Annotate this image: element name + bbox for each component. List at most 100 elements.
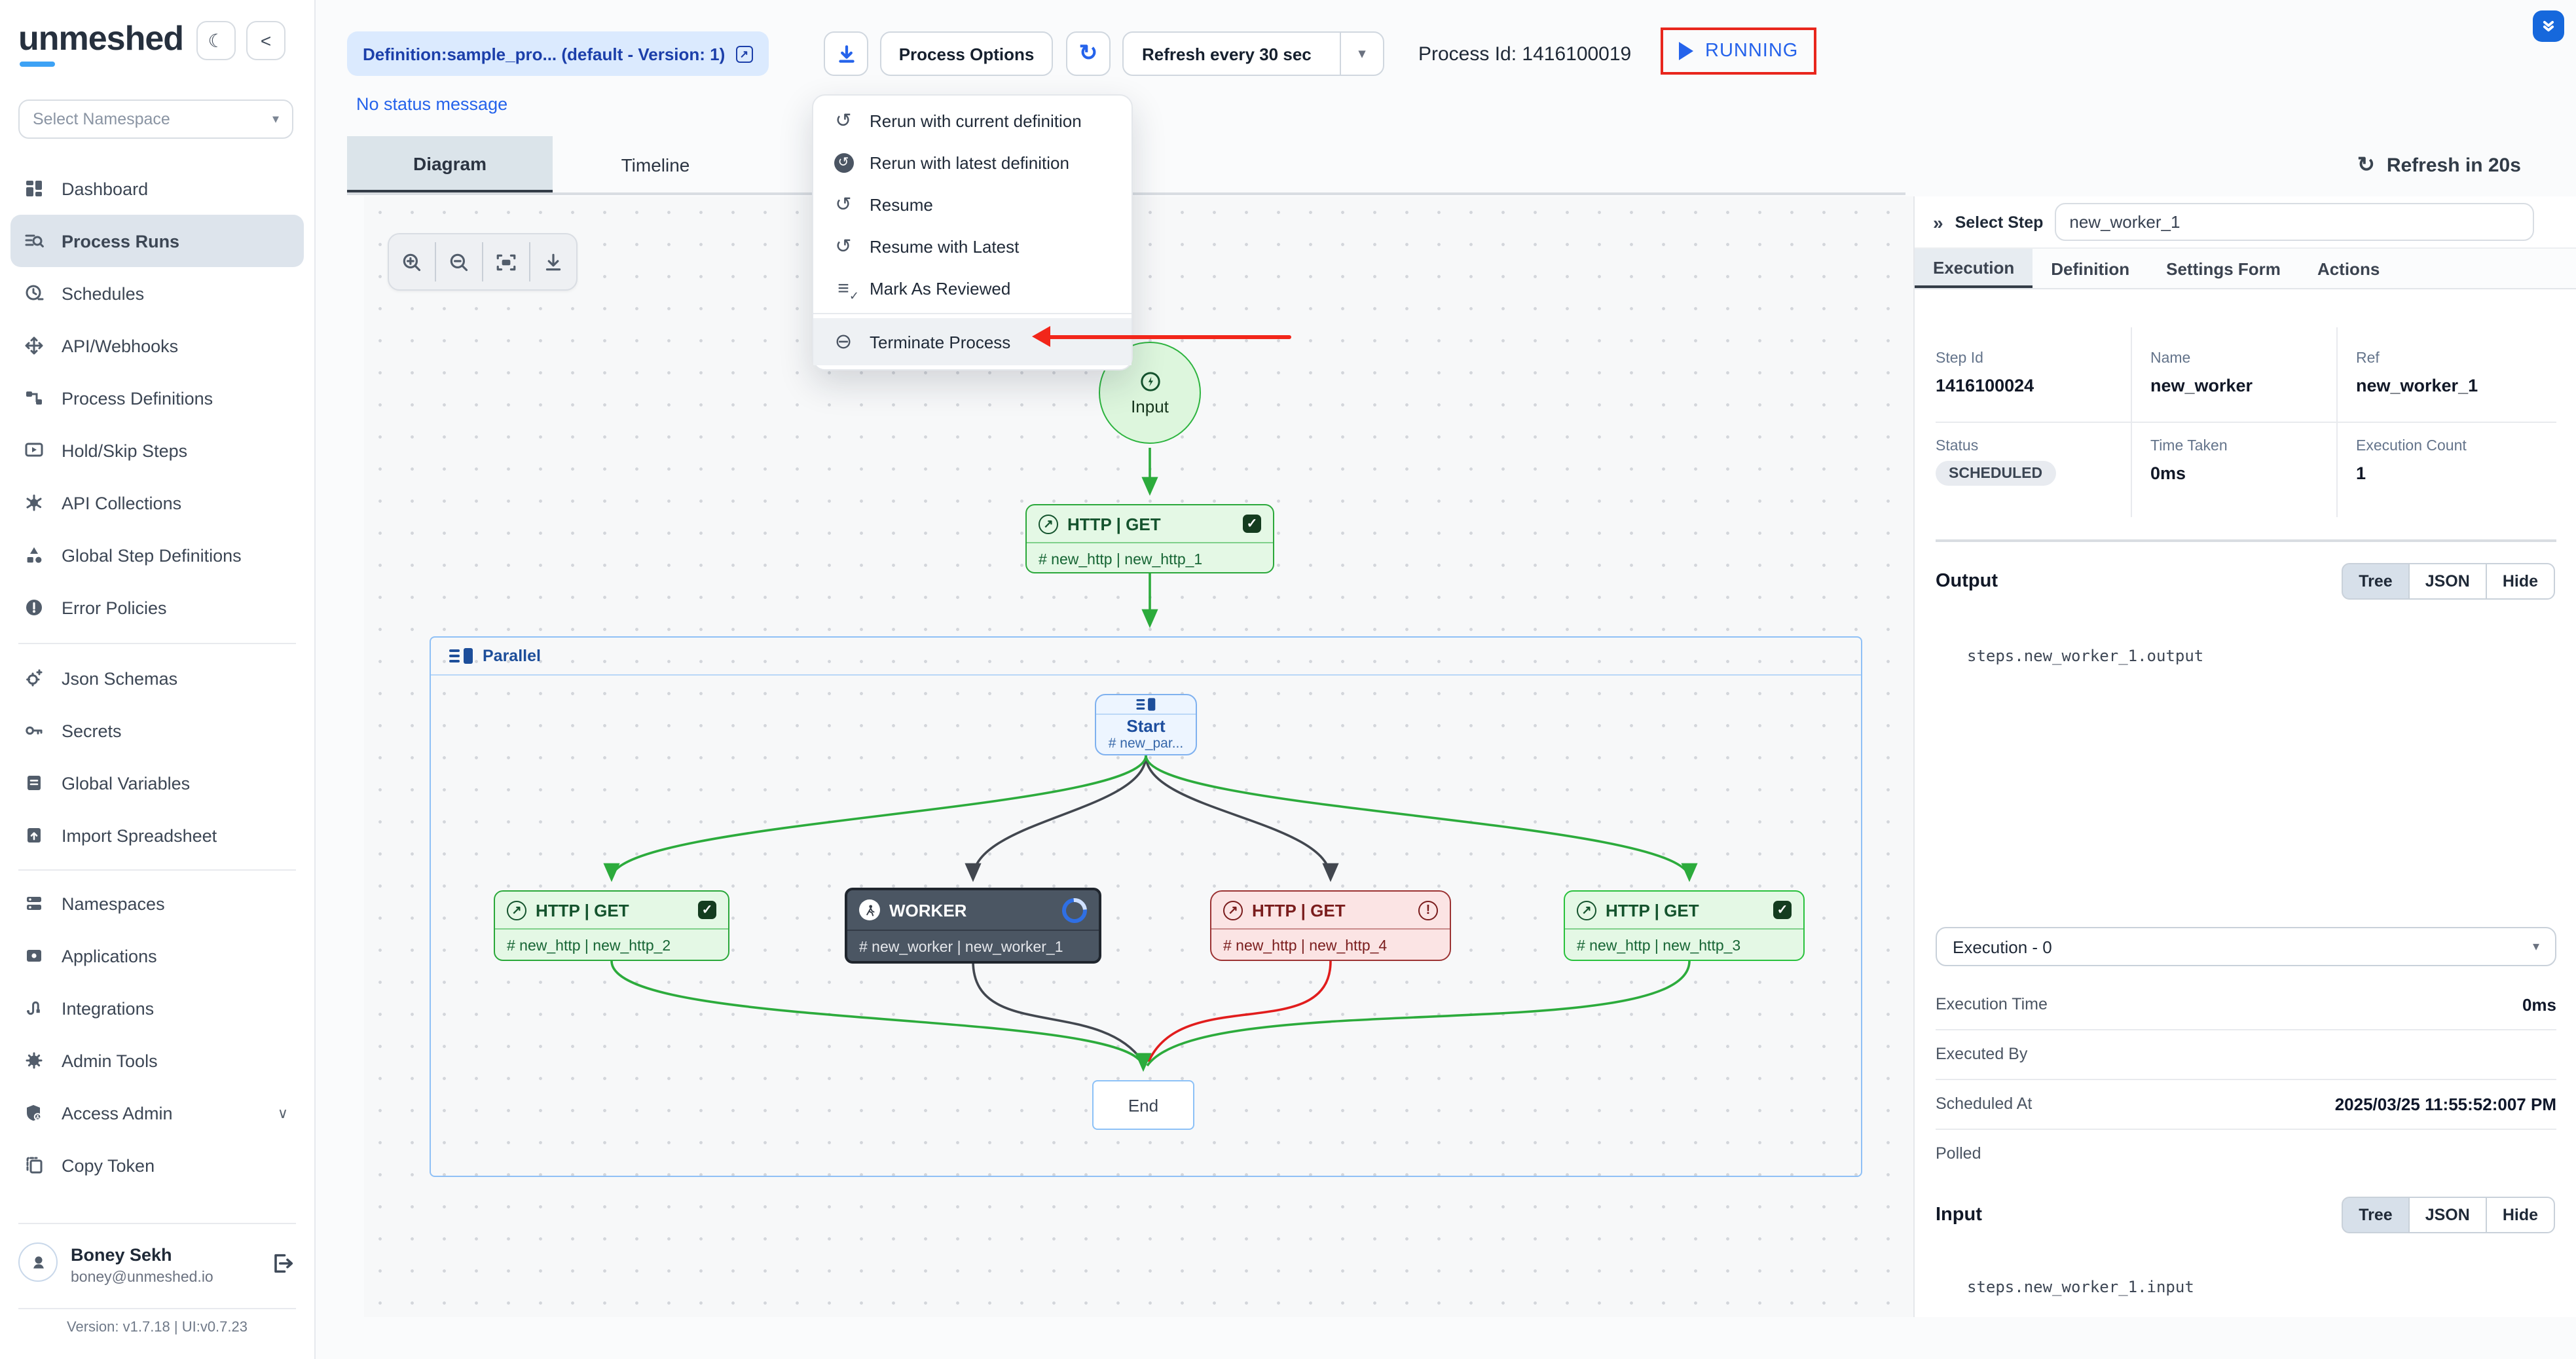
http-icon: ↗ (1577, 900, 1596, 920)
name-value: new_worker (2150, 376, 2253, 395)
detail-row-scheduled-at: Scheduled At 2025/03/25 11:55:52:007 PM (1936, 1079, 2556, 1130)
process-id-text: Process Id: 1416100019 (1418, 43, 1632, 65)
sidebar-item-admin-tools[interactable]: Admin Tools (0, 1034, 314, 1087)
logout-icon[interactable] (270, 1252, 293, 1275)
tab-actions[interactable]: Actions (2317, 259, 2380, 278)
execution-select[interactable]: Execution - 0 ▾ (1936, 927, 2556, 966)
zoom-out-button[interactable] (436, 242, 483, 281)
input-tree-button[interactable]: Tree (2342, 1197, 2410, 1233)
execution-count-value: 1 (2356, 463, 2366, 483)
detail-row-executed-by: Executed By (1936, 1029, 2556, 1080)
collapse-topbar-button[interactable] (2533, 10, 2564, 42)
node-new-http-1[interactable]: ↗ HTTP | GET ✓ # new_http | new_http_1 (1025, 504, 1274, 573)
namespace-select[interactable]: Select Namespace ▾ (18, 100, 293, 139)
definition-chip[interactable]: Definition:sample_pro... (default - Vers… (347, 31, 769, 76)
caret-down-icon[interactable]: ▾ (1340, 33, 1383, 75)
process-options-button[interactable]: Process Options (880, 31, 1053, 76)
sidebar-item-import-spreadsheet[interactable]: Import Spreadsheet (0, 809, 314, 861)
success-check-icon: ✓ (1243, 515, 1261, 533)
menu-item-terminate-process[interactable]: ⊖ Terminate Process (813, 318, 1132, 365)
parallel-container[interactable]: Parallel (430, 636, 1862, 1177)
detail-row-polled: Polled (1936, 1144, 1981, 1163)
step-details-panel: » Select Step Execution Definition Setti… (1913, 196, 2576, 1317)
sidebar-item-process-definitions[interactable]: Process Definitions (0, 372, 314, 424)
sidebar-item-process-runs[interactable]: Process Runs (10, 215, 304, 267)
success-check-icon: ✓ (1773, 901, 1792, 919)
select-step-label: Select Step (1955, 213, 2044, 231)
download-process-button[interactable] (824, 31, 868, 76)
tab-diagram[interactable]: Diagram (347, 136, 553, 194)
menu-item-resume[interactable]: ↺ Resume (813, 183, 1132, 225)
fit-view-button[interactable] (483, 242, 530, 281)
select-step-input[interactable] (2055, 203, 2535, 241)
sidebar-item-api-collections[interactable]: API Collections (0, 477, 314, 529)
node-new-http-3[interactable]: ↗ HTTP | GET ✓ # new_http | new_http_3 (1564, 890, 1805, 961)
output-json-button[interactable]: JSON (2408, 563, 2487, 600)
input-json-button[interactable]: JSON (2408, 1197, 2487, 1233)
sidebar-divider (18, 869, 296, 871)
sidebar-item-schedules[interactable]: Schedules (0, 267, 314, 319)
sidebar-item-api-webhooks[interactable]: API/Webhooks (0, 319, 314, 372)
annotation-arrow (1032, 326, 1294, 348)
process-status-badge: RUNNING (1661, 27, 1817, 75)
api-collections-icon (24, 492, 45, 513)
output-section-label: Output (1936, 571, 1998, 592)
tab-execution[interactable]: Execution (1915, 249, 2033, 288)
zoom-in-button[interactable] (389, 242, 436, 281)
tab-timeline[interactable]: Timeline (621, 154, 690, 175)
running-spinner-icon (1057, 892, 1092, 928)
sidebar-item-dashboard[interactable]: Dashboard (0, 162, 314, 215)
refresh-interval-button[interactable]: Refresh every 30 sec ▾ (1122, 31, 1384, 76)
refresh-icon: ↻ (1078, 41, 1098, 65)
status-label: Status (1936, 439, 1979, 454)
download-diagram-button[interactable] (530, 242, 576, 281)
output-tree-button[interactable]: Tree (2342, 563, 2410, 600)
sidebar-item-access-admin[interactable]: Access Admin ∨ (0, 1087, 314, 1139)
collapse-sidebar-button[interactable]: < (246, 21, 285, 60)
theme-toggle-button[interactable]: ☾ (196, 21, 236, 60)
sidebar-item-hold-skip-steps[interactable]: Hold/Skip Steps (0, 424, 314, 477)
node-new-http-4[interactable]: ↗ HTTP | GET ! # new_http | new_http_4 (1210, 890, 1451, 961)
input-hide-button[interactable]: Hide (2485, 1197, 2555, 1233)
global-step-definitions-icon (24, 545, 45, 566)
menu-item-resume-latest[interactable]: ↺ Resume with Latest (813, 225, 1132, 267)
input-path[interactable]: steps.new_worker_1.input (1967, 1278, 2194, 1296)
diagram-edges (603, 448, 1698, 1072)
ref-label: Ref (2356, 351, 2380, 367)
node-new-worker-1[interactable]: WORKER # new_worker | new_worker_1 (845, 888, 1101, 964)
app-logo: unmeshed (18, 18, 184, 58)
output-path[interactable]: steps.new_worker_1.output (1967, 647, 2204, 665)
sidebar-group-admin: Namespaces Applications Integrations Adm… (0, 877, 314, 1191)
sidebar-item-secrets[interactable]: Secrets (0, 704, 314, 757)
node-new-http-2[interactable]: ↗ HTTP | GET ✓ # new_http | new_http_2 (494, 890, 729, 961)
arrow-line (1048, 335, 1291, 339)
sidebar-item-applications[interactable]: Applications (0, 930, 314, 982)
sidebar-item-copy-token[interactable]: Copy Token (0, 1139, 314, 1191)
caret-down-icon: ▾ (272, 112, 279, 126)
output-view-toggle: Tree JSON Hide (2342, 563, 2555, 600)
schedules-icon (24, 283, 45, 304)
json-schemas-icon (24, 668, 45, 689)
menu-item-mark-reviewed[interactable]: ≡ ✓ Mark As Reviewed (813, 267, 1132, 309)
sidebar-item-integrations[interactable]: Integrations (0, 982, 314, 1034)
node-parallel-start[interactable]: Start # new_par... (1095, 694, 1197, 755)
api-webhooks-icon (24, 335, 45, 356)
tab-definition[interactable]: Definition (2051, 259, 2130, 278)
tab-settings-form[interactable]: Settings Form (2166, 259, 2281, 278)
sidebar-item-namespaces[interactable]: Namespaces (0, 877, 314, 930)
sidebar-group-main: Dashboard Process Runs Schedules API/Web… (0, 162, 314, 634)
sidebar-item-error-policies[interactable]: Error Policies (0, 581, 314, 634)
output-hide-button[interactable]: Hide (2485, 563, 2555, 600)
refresh-button[interactable]: ↻ (1066, 31, 1111, 76)
node-end[interactable]: End (1092, 1080, 1194, 1130)
diagram-canvas[interactable]: Input ↗ HTTP | GET ✓ # new_http | new_ht… (364, 196, 1913, 1317)
sidebar-item-global-step-definitions[interactable]: Global Step Definitions (0, 529, 314, 581)
sidebar-item-global-variables[interactable]: Global Variables (0, 757, 314, 809)
name-label: Name (2150, 351, 2191, 367)
menu-item-rerun-latest[interactable]: ↺ Rerun with latest definition (813, 141, 1132, 183)
rerun-icon: ↺ (835, 110, 852, 132)
avatar[interactable] (18, 1242, 58, 1282)
step-id-value: 1416100024 (1936, 376, 2034, 395)
menu-item-rerun-current[interactable]: ↺ Rerun with current definition (813, 100, 1132, 141)
sidebar-item-json-schemas[interactable]: Json Schemas (0, 652, 314, 704)
